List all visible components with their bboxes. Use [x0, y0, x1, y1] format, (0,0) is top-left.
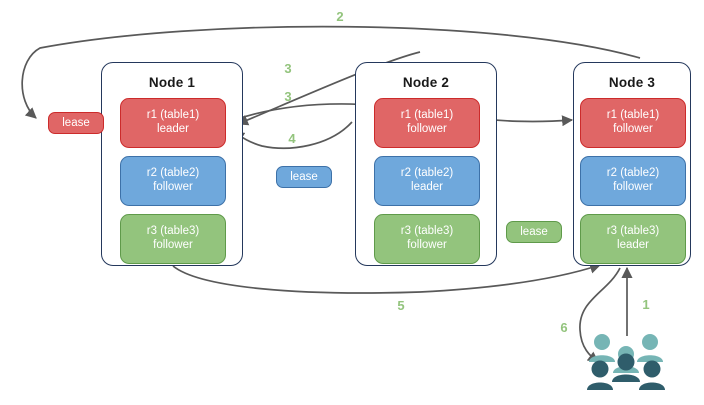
replica-name: r1 (table1): [400, 109, 454, 122]
replica-node3-r1[interactable]: r1 (table1) follower: [580, 98, 686, 148]
lease-badge-green[interactable]: lease: [506, 221, 562, 243]
lease-badge-blue[interactable]: lease: [276, 166, 332, 188]
replica-name: r2 (table2): [146, 167, 200, 180]
replica-name: r1 (table1): [606, 109, 660, 122]
lease-label: lease: [290, 171, 318, 183]
replica-node1-r2[interactable]: r2 (table2) follower: [120, 156, 226, 206]
replica-role: leader: [157, 123, 189, 135]
replica-role: follower: [613, 123, 653, 135]
replica-node2-r3[interactable]: r3 (table3) follower: [374, 214, 480, 264]
replica-name: r3 (table3): [400, 225, 454, 238]
replica-role: follower: [613, 181, 653, 193]
replica-name: r2 (table2): [606, 167, 660, 180]
edge-5-path: [172, 262, 602, 294]
edge-label-3-lower: 3: [278, 89, 298, 104]
edge-label-text: 6: [560, 320, 568, 335]
edge-label-text: 2: [336, 9, 344, 24]
lease-label: lease: [520, 226, 548, 238]
node-panel-node2[interactable]: Node 2 r1 (table1) follower r2 (table2) …: [355, 62, 497, 266]
edge-label-text: 4: [288, 131, 296, 146]
replica-role: follower: [407, 239, 447, 251]
edge-label-text: 3: [284, 61, 292, 76]
replica-role: follower: [153, 181, 193, 193]
edge-label-6: 6: [554, 320, 574, 335]
replica-role: follower: [153, 239, 193, 251]
node-title: Node 2: [402, 75, 450, 90]
replica-node2-r2[interactable]: r2 (table2) leader: [374, 156, 480, 206]
node-title: Node 1: [148, 75, 196, 90]
replica-node1-r3[interactable]: r3 (table3) follower: [120, 214, 226, 264]
edge-label-5: 5: [391, 298, 411, 313]
edge-label-4: 4: [282, 131, 302, 146]
edge-label-text: 1: [642, 297, 650, 312]
edge-label-2: 2: [330, 9, 350, 24]
replica-node3-r3[interactable]: r3 (table3) leader: [580, 214, 686, 264]
node-panel-node3[interactable]: Node 3 r1 (table1) follower r2 (table2) …: [573, 62, 691, 266]
edge-label-1: 1: [636, 297, 656, 312]
replica-node2-r1[interactable]: r1 (table1) follower: [374, 98, 480, 148]
replica-node3-r2[interactable]: r2 (table2) follower: [580, 156, 686, 206]
replica-node1-r1[interactable]: r1 (table1) leader: [120, 98, 226, 148]
replica-name: r1 (table1): [146, 109, 200, 122]
lease-label: lease: [62, 117, 90, 129]
edge-label-text: 3: [284, 89, 292, 104]
replica-role: leader: [617, 239, 649, 251]
replica-name: r3 (table3): [606, 225, 660, 238]
replica-role: leader: [411, 181, 443, 193]
node-panel-node1[interactable]: Node 1 r1 (table1) leader r2 (table2) fo…: [101, 62, 243, 266]
replica-name: r3 (table3): [146, 225, 200, 238]
users-group-icon: [587, 334, 665, 390]
replica-name: r2 (table2): [400, 167, 454, 180]
node-title: Node 3: [608, 75, 656, 90]
edge-label-3-upper: 3: [278, 61, 298, 76]
edge-label-text: 5: [397, 298, 405, 313]
replica-role: follower: [407, 123, 447, 135]
lease-badge-red[interactable]: lease: [48, 112, 104, 134]
